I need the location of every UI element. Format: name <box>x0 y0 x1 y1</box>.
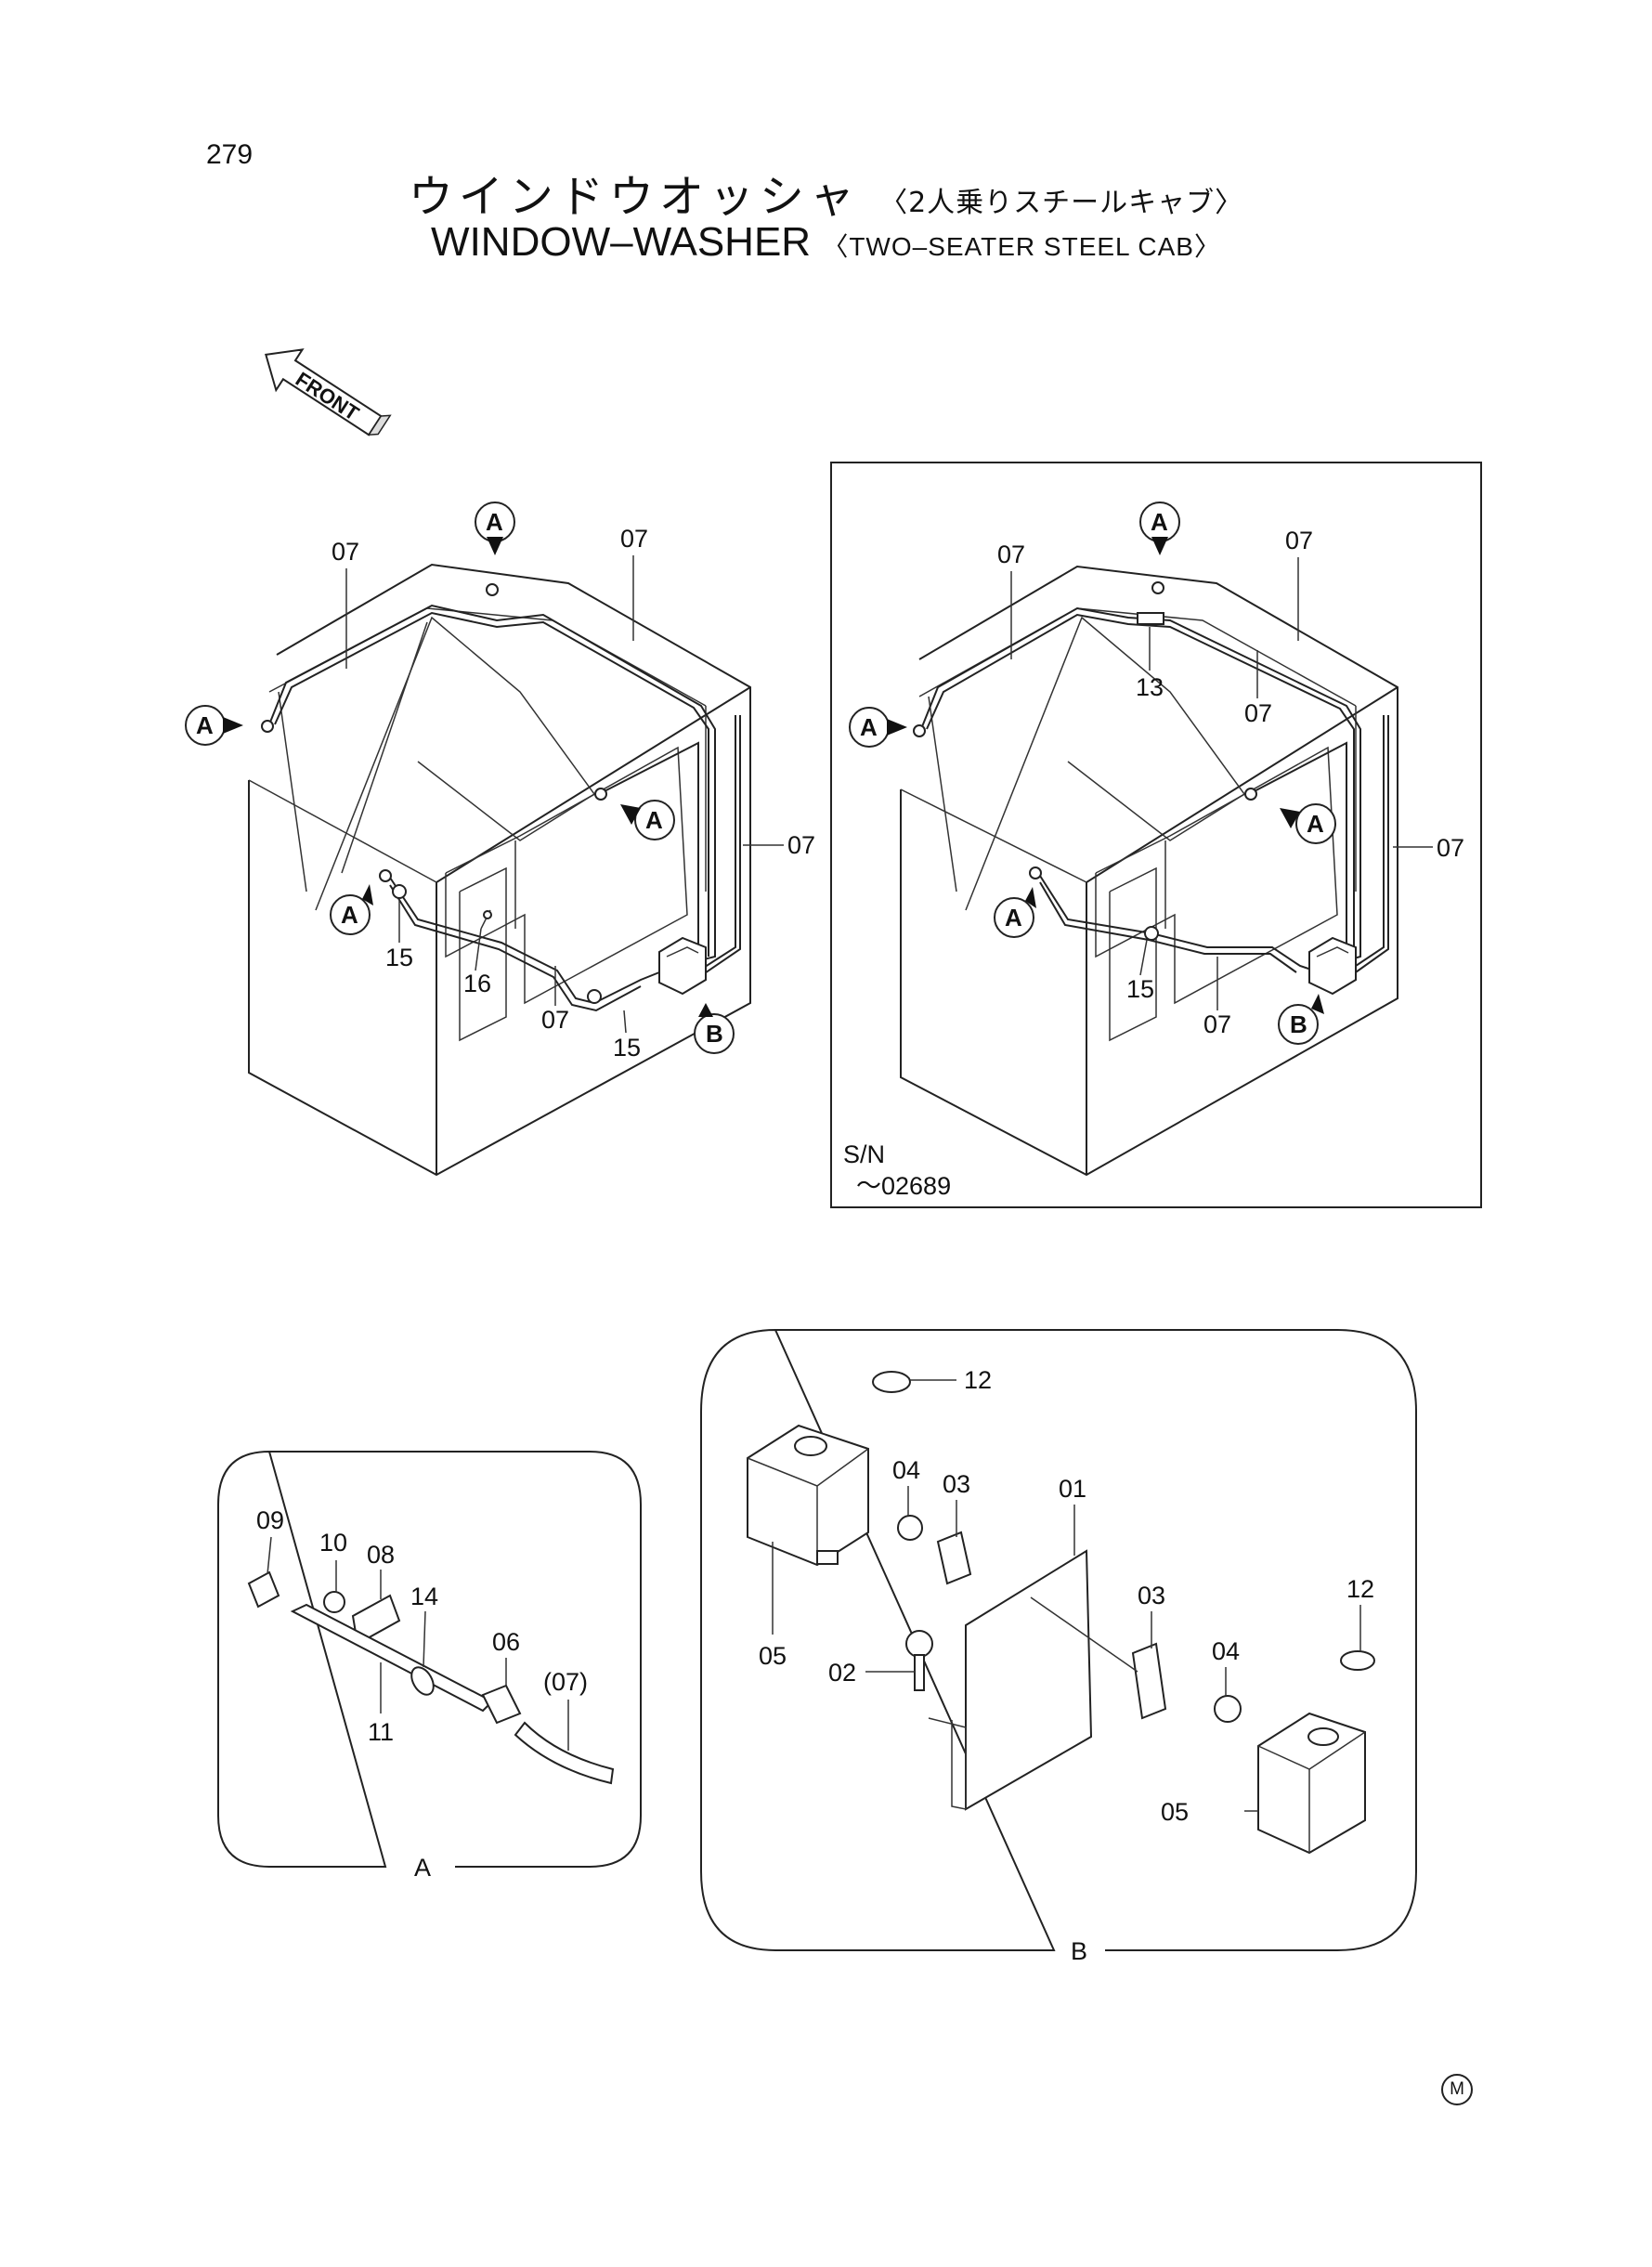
label-07-bottom-left: 07 <box>541 1006 569 1034</box>
serial-label: S/N <box>843 1140 885 1168</box>
svg-text:A: A <box>341 901 358 929</box>
callout-a-lower-right: A <box>994 887 1036 938</box>
callout-a-top-left: A <box>475 502 515 555</box>
label-13: 13 <box>1136 673 1164 701</box>
title-en-sub: 〈TWO–SEATER STEEL CAB〉 <box>822 232 1221 261</box>
svg-text:A: A <box>196 711 214 739</box>
svg-text:A: A <box>1151 508 1168 536</box>
svg-text:A: A <box>1307 810 1324 838</box>
title-ja-sub: 〈2人乗りスチールキャブ〉 <box>879 187 1244 219</box>
callout-a-lower-left: A <box>330 884 373 935</box>
label-07-side-r: 07 <box>1437 834 1464 862</box>
label-04-top: 04 <box>892 1456 920 1484</box>
callout-a-top-right: A <box>1139 502 1180 555</box>
label-15-left: 15 <box>385 944 413 971</box>
label-03-right: 03 <box>1138 1582 1165 1609</box>
svg-text:A: A <box>645 806 663 834</box>
maker-mark: M <box>1441 2074 1473 2105</box>
label-07-paren: (07) <box>543 1668 588 1696</box>
svg-text:A: A <box>486 508 503 536</box>
label-10: 10 <box>319 1529 347 1557</box>
label-09: 09 <box>256 1506 284 1534</box>
label-07-top-left: 07 <box>332 538 359 566</box>
page-number: 279 <box>206 139 254 170</box>
label-06: 06 <box>492 1628 520 1656</box>
detail-b-label: B <box>1071 1937 1087 1965</box>
detail-a-label: A <box>414 1854 431 1882</box>
title-english: WINDOW–WASHER 〈TWO–SEATER STEEL CAB〉 <box>0 219 1652 266</box>
title-ja-main: ウインドウオッシャ <box>408 171 860 223</box>
svg-text:A: A <box>1005 904 1022 932</box>
callout-a-right-right: A <box>1280 803 1336 844</box>
label-07-side: 07 <box>787 831 815 859</box>
title-en-main: WINDOW–WASHER <box>431 219 812 265</box>
label-01: 01 <box>1059 1475 1086 1503</box>
label-15-right: 15 <box>1126 975 1154 1003</box>
serial-range: ～02689 <box>856 1172 951 1200</box>
label-03-top: 03 <box>943 1470 970 1498</box>
title-japanese: ウインドウオッシャ 〈2人乗りスチールキャブ〉 <box>0 160 1652 225</box>
label-05-bottom: 05 <box>1161 1798 1189 1826</box>
callout-b-right: B <box>1278 994 1324 1045</box>
label-16: 16 <box>463 970 491 997</box>
label-07-middle-r: 07 <box>1244 699 1272 727</box>
callout-a-right-left: A <box>620 800 675 840</box>
front-arrow-label: FRONT <box>292 368 364 426</box>
label-08: 08 <box>367 1541 395 1569</box>
callout-b-left: B <box>694 1003 735 1054</box>
label-05-top: 05 <box>759 1642 787 1670</box>
cab-right-view: A A A A B 07 07 13 07 07 15 07 S/N ～0268… <box>843 502 1464 1200</box>
label-02: 02 <box>828 1659 856 1687</box>
svg-text:A: A <box>860 713 878 741</box>
svg-text:B: B <box>1290 1010 1307 1038</box>
front-arrow: FRONT <box>265 348 392 436</box>
detail-b: B 12 <box>700 1328 1417 1965</box>
label-14: 14 <box>410 1583 438 1610</box>
label-07-bottom-r: 07 <box>1203 1010 1231 1038</box>
serial-variant-frame <box>830 462 1482 1208</box>
label-11: 11 <box>368 1718 394 1746</box>
label-07-top-left-r: 07 <box>997 541 1025 568</box>
callout-a-side-left: A <box>185 705 243 746</box>
detail-a: A 09 10 08 14 06 (07) 11 <box>217 1450 642 1882</box>
cab-left-view: A A A A B 07 07 07 15 16 07 15 <box>185 502 815 1177</box>
label-15-bottom: 15 <box>613 1034 641 1062</box>
label-12-top: 12 <box>964 1366 992 1394</box>
label-12-right: 12 <box>1346 1575 1374 1603</box>
label-04-right: 04 <box>1212 1637 1240 1665</box>
svg-text:B: B <box>706 1020 723 1048</box>
callout-a-side-right: A <box>849 707 907 748</box>
label-07-top-right: 07 <box>620 525 648 553</box>
label-07-top-right-r: 07 <box>1285 527 1313 554</box>
